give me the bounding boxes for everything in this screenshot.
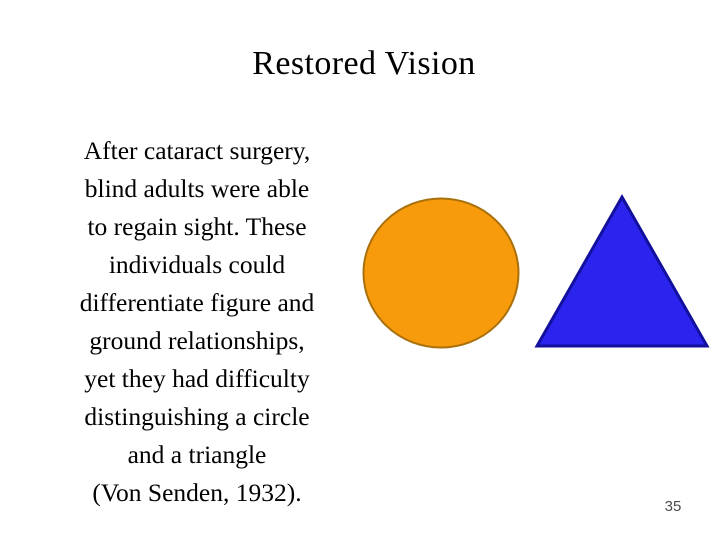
body-line: blind adults were able: [84, 174, 310, 203]
body-line: and a triangle: [127, 440, 267, 469]
page-title: Restored Vision: [252, 45, 476, 82]
body-text-block: After cataract surgery, blind adults wer…: [34, 132, 360, 512]
body-line: (Von Senden, 1932).: [92, 478, 302, 507]
blue-triangle-shape: [534, 193, 710, 351]
body-line: individuals could: [108, 250, 286, 279]
triangle-polygon: [534, 193, 710, 348]
body-line: ground relationships,: [89, 326, 305, 355]
circle-ellipse: [362, 197, 520, 349]
body-line: yet they had difficulty: [84, 364, 310, 393]
body-line: distinguishing a circle: [84, 402, 310, 431]
page-number: 35: [664, 498, 682, 515]
orange-circle-shape: [362, 197, 520, 349]
body-line: differentiate figure and: [79, 288, 315, 317]
body-line: After cataract surgery,: [83, 136, 311, 165]
body-line: to regain sight. These: [87, 212, 307, 241]
